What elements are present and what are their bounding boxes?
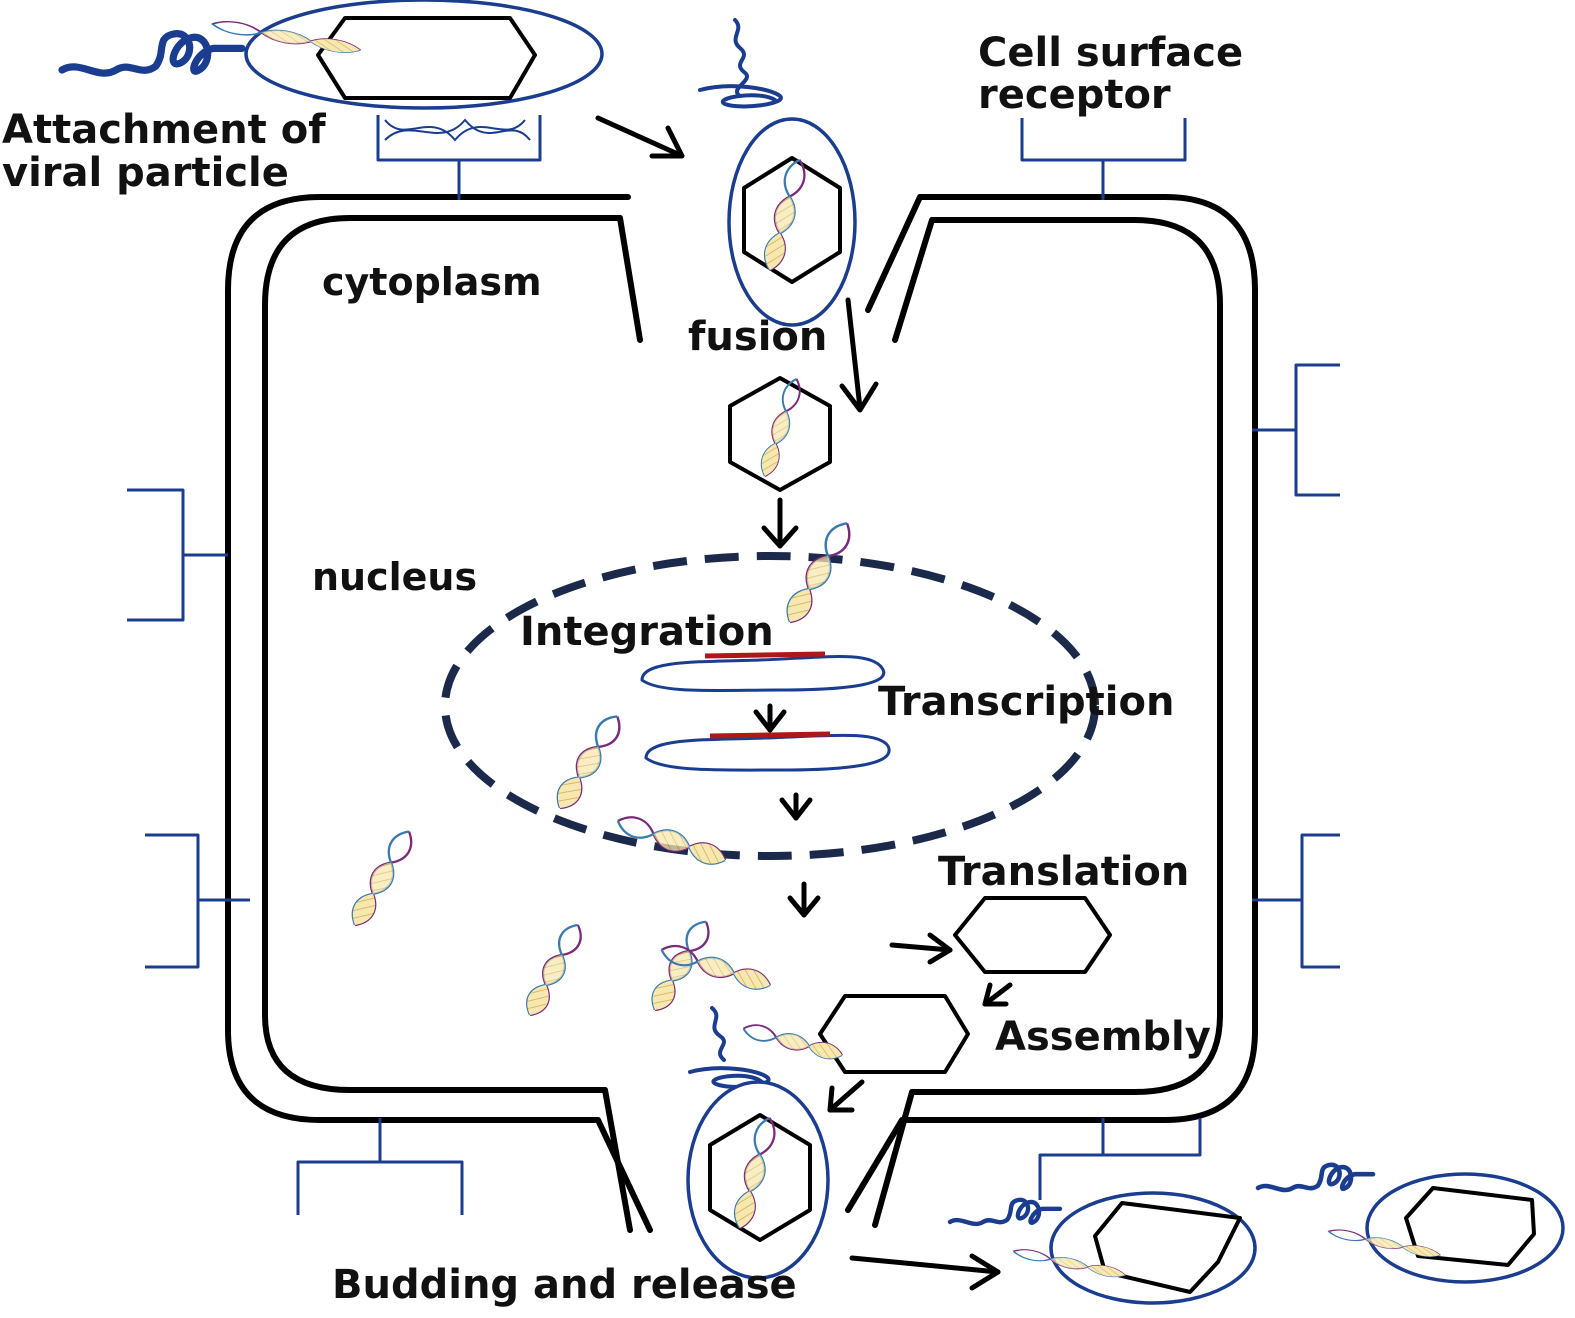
arrow-budding-to-release xyxy=(849,1253,1001,1291)
label-fusion: fusion xyxy=(688,314,827,360)
viral-genome-nucleus xyxy=(549,709,628,815)
chromosome-integration xyxy=(640,651,886,693)
receptor-left-upper xyxy=(127,488,228,622)
arrow-capsid-to-nucleus xyxy=(761,497,799,549)
released-particle-2 xyxy=(1258,1165,1565,1284)
label-translation: Translation xyxy=(938,849,1189,895)
label-attachment-line2: viral particle xyxy=(2,150,289,196)
capsid-uncoated xyxy=(728,375,832,492)
viral-genome-cyto-1 xyxy=(345,825,419,932)
label-cytoplasm: cytoplasm xyxy=(322,260,542,304)
viral-particle-fusing xyxy=(698,18,857,327)
receptor-top-right xyxy=(1020,118,1187,200)
nucleus-envelope xyxy=(441,552,1099,860)
arrow-export-to-translation xyxy=(787,881,821,918)
label-cell-surface-line1: Cell surface xyxy=(978,30,1243,76)
label-cell-surface-line2: receptor xyxy=(978,72,1171,118)
label-attachment-line1: Attachment of xyxy=(2,107,326,153)
arrow-assembly-to-budding xyxy=(827,1079,865,1113)
viral-particle-attaching xyxy=(62,0,604,142)
cell-membrane-inner xyxy=(262,215,643,1233)
assembled-capsid xyxy=(740,994,970,1074)
label-integration: Integration xyxy=(520,609,774,655)
arrow-capsid-to-assembly xyxy=(982,982,1013,1007)
label-nucleus: nucleus xyxy=(312,555,477,599)
receptor-right-lower xyxy=(1252,833,1340,969)
receptor-left-lower xyxy=(145,833,250,969)
receptor-top-left xyxy=(376,115,542,200)
receptor-bottom-right xyxy=(1038,1118,1202,1200)
label-transcription: Transcription xyxy=(878,679,1174,725)
arrow-fusion-to-capsid xyxy=(839,297,879,413)
cell-membrane-inner-right xyxy=(872,217,1223,1228)
receptor-bottom-left xyxy=(296,1118,464,1215)
arrow-integration-to-transcription xyxy=(753,703,787,733)
arrow-attachment-to-fusion xyxy=(595,115,685,159)
label-budding-release: Budding and release xyxy=(332,1262,797,1308)
cell-membrane-outer xyxy=(225,194,653,1233)
arrow-mrna-to-capsid xyxy=(889,932,953,965)
arrow-transcription-to-export xyxy=(779,792,813,821)
released-particle-1 xyxy=(950,1191,1257,1305)
viral-genome-cyto-2 xyxy=(520,919,588,1021)
viral-particle-budding xyxy=(686,1006,830,1280)
label-assembly: Assembly xyxy=(995,1014,1211,1060)
empty-capsid xyxy=(953,896,1112,974)
receptor-right-upper xyxy=(1252,363,1340,497)
chromosome-transcription xyxy=(644,731,891,772)
cell-membrane-outer-right xyxy=(845,194,1258,1213)
